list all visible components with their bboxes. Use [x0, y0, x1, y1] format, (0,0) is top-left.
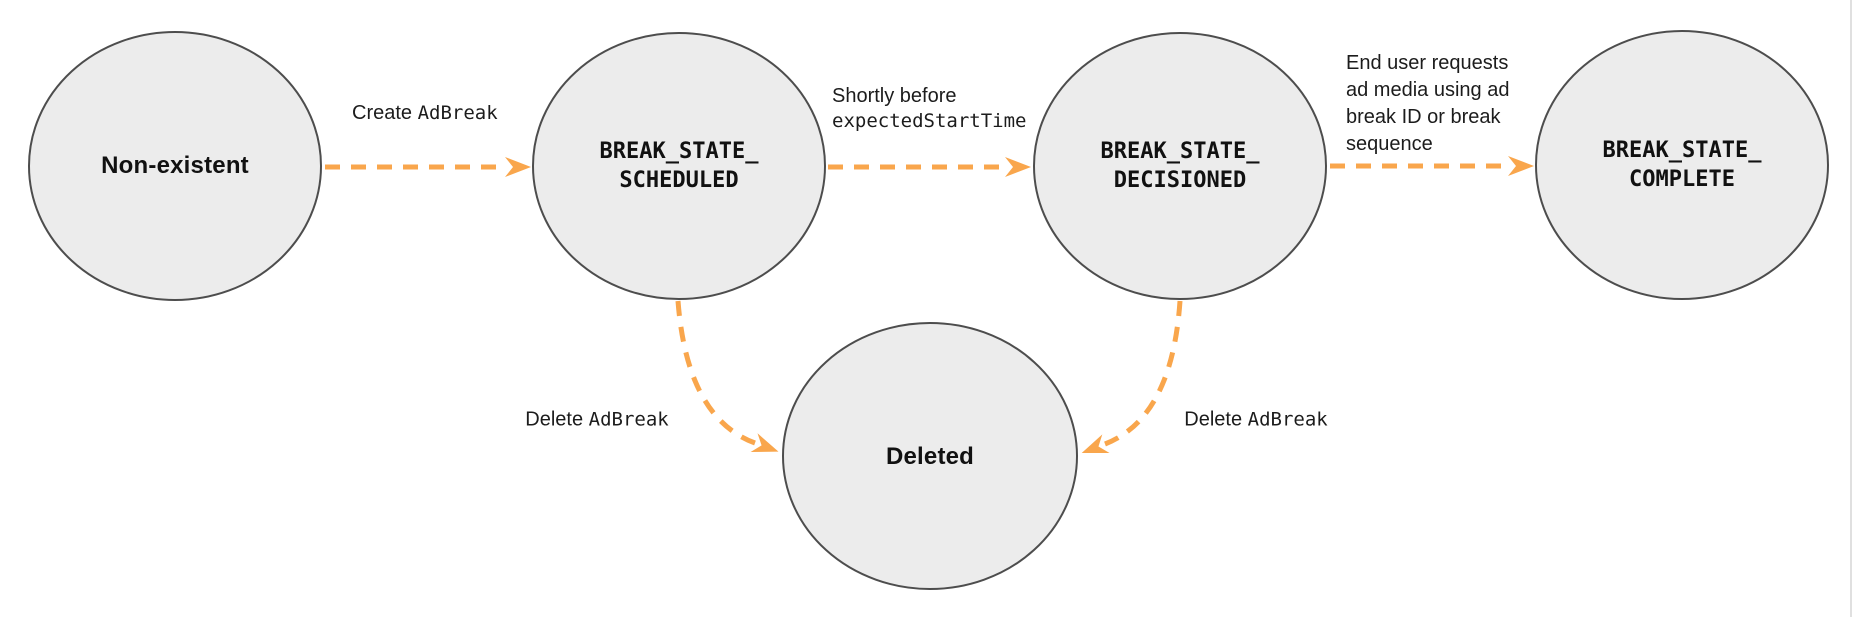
state-label-line: COMPLETE — [1629, 167, 1735, 192]
transition-label-decision: Shortly before expectedStartTime — [832, 84, 1026, 134]
transition-label-text: break ID or break — [1346, 106, 1501, 128]
transition-label-create-adbreak: Create AdBreak — [352, 101, 498, 126]
state-label-line: SCHEDULED — [619, 168, 739, 193]
state-label-line: BREAK_STATE_ — [1602, 138, 1762, 163]
state-label-decisioned: BREAK_STATE_ DECISIONED — [1101, 137, 1260, 195]
state-label-nonexistent: Non-existent — [101, 152, 249, 179]
state-label-deleted: Deleted — [885, 443, 975, 470]
transition-label-text: sequence — [1346, 133, 1433, 155]
node-nonexistent — [28, 31, 322, 301]
node-deleted — [782, 322, 1078, 590]
transition-label-text: Shortly before — [832, 85, 957, 107]
transition-label-text: ad media using ad — [1346, 79, 1510, 101]
state-label-line: BREAK_STATE_ — [599, 139, 759, 164]
edge-delete-from-decisioned — [1081, 300, 1183, 454]
transition-label-text: Create — [352, 102, 418, 124]
transition-label-delete-left: Delete AdBreak — [525, 408, 668, 433]
transition-label-text: Delete — [525, 408, 589, 431]
state-label-line: DECISIONED — [1113, 168, 1247, 193]
transition-label-code: AdBreak — [588, 408, 669, 431]
state-label-scheduled: BREAK_STATE_ SCHEDULED — [600, 137, 759, 195]
state-label-complete: BREAK_STATE_ COMPLETE — [1603, 136, 1762, 194]
transition-label-code: AdBreak — [1247, 408, 1328, 431]
transition-label-text: Delete — [1184, 408, 1248, 431]
node-decisioned — [1033, 32, 1327, 300]
transition-label-complete: End user requests ad media using ad brea… — [1346, 50, 1509, 158]
node-scheduled — [532, 32, 826, 300]
state-label-line: BREAK_STATE_ — [1100, 139, 1260, 164]
transition-label-code: expectedStartTime — [832, 110, 1027, 132]
transition-label-text: End user requests — [1346, 52, 1509, 74]
node-complete — [1535, 30, 1829, 300]
transition-label-delete-right: Delete AdBreak — [1184, 408, 1327, 433]
transition-label-code: AdBreak — [417, 102, 498, 124]
edge-delete-from-scheduled — [675, 300, 779, 453]
